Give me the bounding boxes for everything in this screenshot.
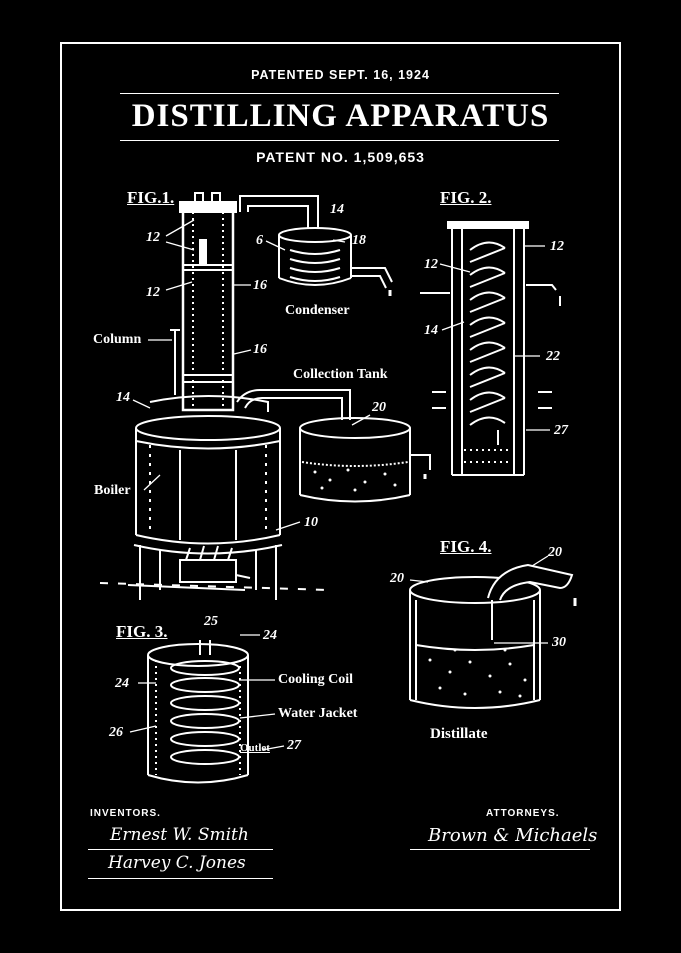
fig2-drawing — [420, 221, 561, 476]
label-column: Column — [93, 332, 142, 347]
label-26: 26 — [109, 725, 123, 740]
label-30: 30 — [552, 635, 566, 650]
fig1-title: FIG.1. — [127, 188, 175, 207]
label-22: 22 — [546, 349, 560, 364]
label-6: 6 — [256, 233, 263, 248]
label-24-side: 24 — [115, 676, 129, 691]
label-12-column: 12 — [146, 285, 160, 300]
label-outlet: Outlet — [240, 742, 270, 754]
label-14-pipe: 14 — [330, 202, 344, 217]
inventors-label: INVENTORS. — [90, 808, 161, 819]
label-14-fig2: 14 — [424, 323, 438, 338]
fig4-drawing — [409, 563, 577, 709]
label-25: 25 — [204, 614, 218, 629]
fig4-title: FIG. 4. — [440, 537, 492, 556]
inventor-signature-line-2 — [88, 878, 273, 879]
label-12-column-top: 12 — [146, 230, 160, 245]
leader-lines — [129, 219, 550, 751]
inventor-signature-line-1 — [88, 849, 273, 850]
fig1-drawing — [99, 192, 431, 600]
label-20-fig4-pipe: 20 — [548, 545, 562, 560]
label-20-tank: 20 — [372, 400, 386, 415]
label-16-upper: 16 — [253, 278, 267, 293]
page-title: DISTILLING APPARATUS — [131, 98, 550, 134]
label-27-fig3: 27 — [287, 738, 301, 753]
label-12-fig2-right: 12 — [550, 239, 564, 254]
label-20-fig4: 20 — [390, 571, 404, 586]
label-distillate: Distillate — [430, 726, 488, 742]
label-10: 10 — [304, 515, 318, 530]
label-12-fig2-left: 12 — [424, 257, 438, 272]
attorneys-label: ATTORNEYS. — [486, 808, 560, 819]
label-collection-tank: Collection Tank — [293, 367, 388, 382]
fig2-title: FIG. 2. — [440, 188, 492, 207]
patent-number: PATENT NO. 1,509,653 — [256, 149, 425, 165]
label-24-top: 24 — [263, 628, 277, 643]
inventor-signature-2: Harvey C. Jones — [108, 853, 246, 873]
label-condenser: Condenser — [285, 303, 350, 318]
patented-date: PATENTED SEPT. 16, 1924 — [251, 68, 430, 82]
attorney-signature-line — [410, 849, 590, 850]
label-14-boiler: 14 — [116, 390, 130, 405]
label-cooling-coil: Cooling Coil — [278, 672, 354, 687]
label-boiler: Boiler — [94, 483, 131, 498]
label-16-lower: 16 — [253, 342, 267, 357]
label-27-fig2: 27 — [554, 423, 568, 438]
fig3-title: FIG. 3. — [116, 622, 168, 641]
attorney-signature: Brown & Michaels — [428, 825, 598, 846]
title-rule-top — [120, 93, 559, 94]
label-18: 18 — [352, 233, 366, 248]
inventor-signature-1: Ernest W. Smith — [110, 825, 249, 845]
border-frame — [60, 42, 621, 911]
label-water-jacket: Water Jacket — [278, 706, 358, 721]
fig3-drawing — [147, 640, 249, 784]
title-rule-bottom — [120, 140, 559, 141]
